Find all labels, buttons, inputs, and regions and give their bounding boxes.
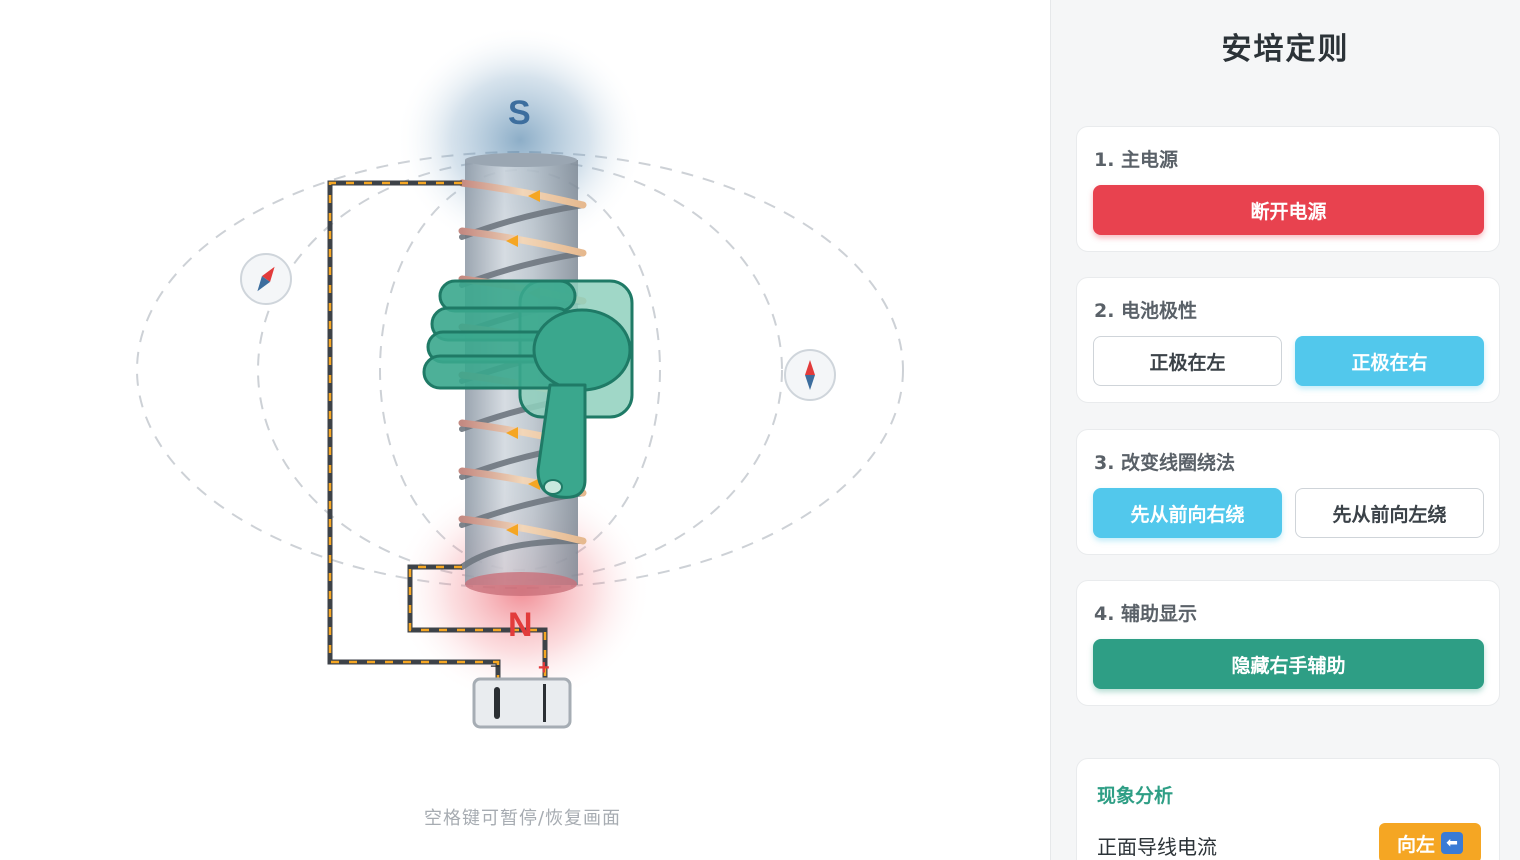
electromagnet-diagram: − + (136, 25, 904, 729)
current-direction-badge: 向左 ⬅ (1379, 823, 1481, 860)
wind-right-button[interactable]: 先从前向右绕 (1093, 488, 1282, 538)
winding-card: 3. 改变线圈绕法 先从前向右绕 先从前向左绕 (1076, 429, 1500, 555)
hide-hand-button[interactable]: 隐藏右手辅助 (1093, 639, 1484, 689)
compass-icon (784, 349, 836, 401)
south-pole-glow (395, 25, 645, 255)
hand-icon (422, 279, 634, 499)
polarity-card: 2. 电池极性 正极在左 正极在右 (1076, 277, 1500, 403)
positive-left-button[interactable]: 正极在左 (1093, 336, 1282, 386)
analysis-card: 现象分析 正面导线电流 向左 ⬅ (1076, 758, 1500, 860)
circuit-wire (327, 180, 548, 682)
front-current-label: 正面导线电流 (1097, 835, 1217, 859)
winding-card-title: 3. 改变线圈绕法 (1094, 452, 1236, 474)
positive-right-button[interactable]: 正极在右 (1295, 336, 1484, 386)
simulation-stage: − + S N 空格键可暂停/ (136, 25, 904, 829)
polarity-card-title: 2. 电池极性 (1094, 300, 1198, 322)
south-pole-label: S (508, 94, 531, 132)
left-arrow-icon: ⬅ (1441, 832, 1463, 854)
wind-left-button[interactable]: 先从前向左绕 (1295, 488, 1484, 538)
svg-text:−: − (490, 656, 501, 676)
battery-icon: − + (472, 656, 572, 729)
assist-card: 4. 辅助显示 隐藏右手辅助 (1076, 580, 1500, 706)
disconnect-power-button[interactable]: 断开电源 (1093, 185, 1484, 235)
north-pole-label: N (508, 606, 533, 644)
power-card-title: 1. 主电源 (1094, 149, 1179, 171)
control-panel: 安培定则 1. 主电源 断开电源 2. 电池极性 正极在左 正极在右 3. 改变… (1050, 0, 1520, 860)
current-direction-text: 向左 (1396, 833, 1435, 856)
pause-hint: 空格键可暂停/恢复画面 (423, 808, 622, 829)
panel-title: 安培定则 (1221, 32, 1350, 67)
analysis-title: 现象分析 (1097, 785, 1174, 807)
assist-card-title: 4. 辅助显示 (1094, 603, 1198, 625)
power-card: 1. 主电源 断开电源 (1076, 126, 1500, 252)
svg-text:+: + (538, 657, 550, 679)
compass-icon (240, 253, 292, 305)
